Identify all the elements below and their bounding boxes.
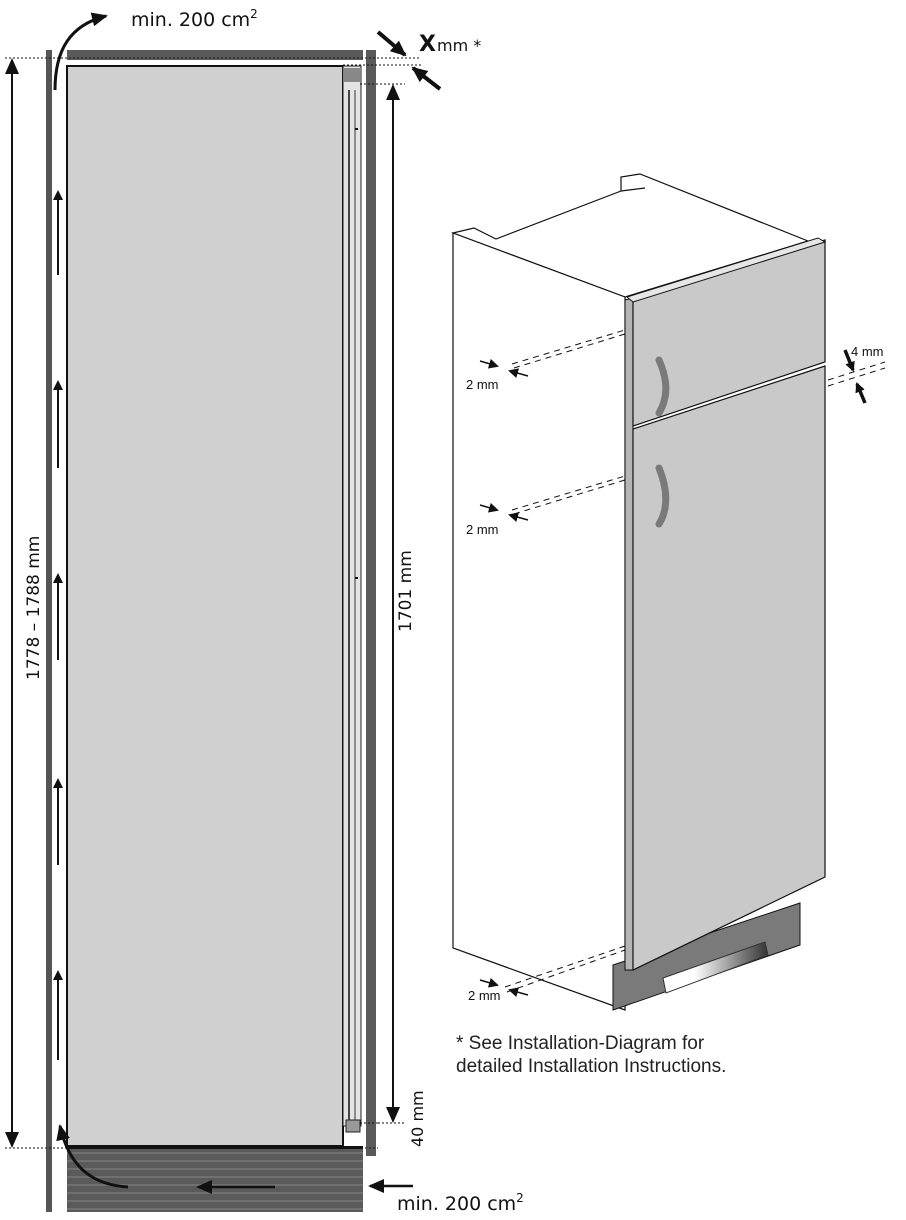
bottom-vent-label: min. 200 cm2: [397, 1191, 524, 1215]
gap-label-x: X: [419, 32, 436, 57]
niche-height-label: 1778 – 1788 mm: [24, 536, 44, 680]
plinth: [67, 1148, 363, 1212]
gap-label-unit: mm *: [437, 36, 481, 55]
cabinet-side: [452, 232, 626, 1011]
top-hinge: [344, 68, 360, 82]
upper-door-handle: [655, 356, 670, 417]
appliance-body: [66, 65, 344, 1147]
plinth-vent: [662, 941, 769, 994]
top-vent-arrow: [53, 12, 108, 91]
top-vent-label: min. 200 cm2: [131, 7, 258, 31]
top-cabinet-board: [67, 50, 363, 60]
isometric-appliance-diagram: 2 mm 2 mm 2 mm 4 mm: [450, 173, 886, 1011]
footnote-line-2: detailed Installation Instructions.: [456, 1056, 727, 1077]
right-cabinet-wall: [366, 50, 376, 1156]
door-gap-label: 4 mm: [851, 344, 884, 359]
door-strip: [342, 65, 362, 1127]
side-section-diagram: min. 200 cm2 min. 200 cm2 X mm * 1778 – …: [4, 7, 524, 1215]
side-gap-label-upper: 2 mm: [466, 377, 499, 392]
footnote: * See Installation-Diagram for detailed …: [456, 1032, 726, 1078]
side-gap-label-middle: 2 mm: [466, 522, 499, 537]
appliance-height-label: 1701 mm: [396, 550, 416, 632]
gap-arrow-top: [376, 30, 407, 57]
bottom-vent-curved-arrow: [56, 1124, 129, 1189]
side-gap-label-bottom: 2 mm: [468, 988, 501, 1003]
bottom-offset-label: 40 mm: [408, 1090, 427, 1147]
lower-door: [632, 365, 826, 971]
left-cabinet-wall: [46, 50, 52, 1212]
plinth-front: [612, 902, 801, 1011]
door-edge: [624, 297, 634, 971]
lower-door-handle: [655, 464, 670, 528]
bottom-hinge: [345, 1119, 361, 1133]
gap-arrow-bottom: [411, 66, 442, 91]
footnote-line-1: * See Installation-Diagram for: [456, 1033, 705, 1054]
